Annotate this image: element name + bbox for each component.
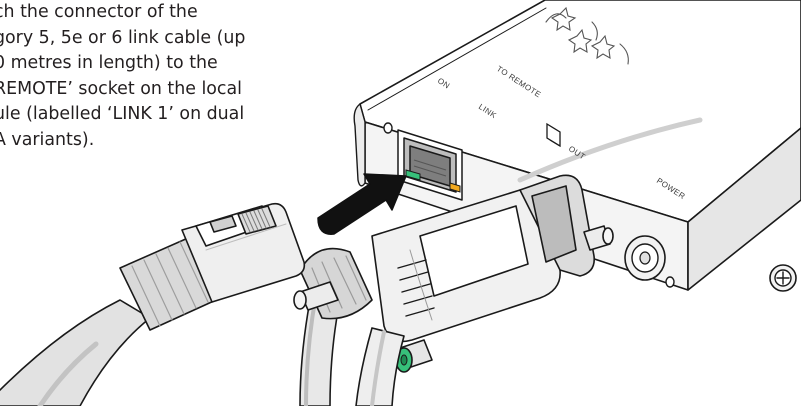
instruction-text: ch the connector of the gory 5, 5e or 6 l…: [0, 0, 334, 154]
instruction-line: REMOTE’ socket on the local: [0, 78, 242, 99]
insert-arrow-icon: [317, 173, 407, 235]
monitor-icon: [546, 122, 561, 148]
link-led: [405, 169, 421, 181]
rj45-cable-plug: [0, 202, 306, 406]
vga-connector: [293, 174, 614, 406]
instruction-line: 0 metres in length) to the: [0, 53, 218, 74]
instruction-line: A variants).: [0, 129, 95, 150]
instruction-line: ule (labelled ‘LINK 1’ on dual: [0, 104, 245, 125]
instruction-line: ch the connector of the: [0, 2, 198, 22]
activity-led: [449, 182, 461, 193]
instruction-line: gory 5, 5e or 6 link cable (up: [0, 27, 246, 48]
power-socket: [624, 235, 666, 281]
brand-logo-icon: [545, 6, 629, 65]
